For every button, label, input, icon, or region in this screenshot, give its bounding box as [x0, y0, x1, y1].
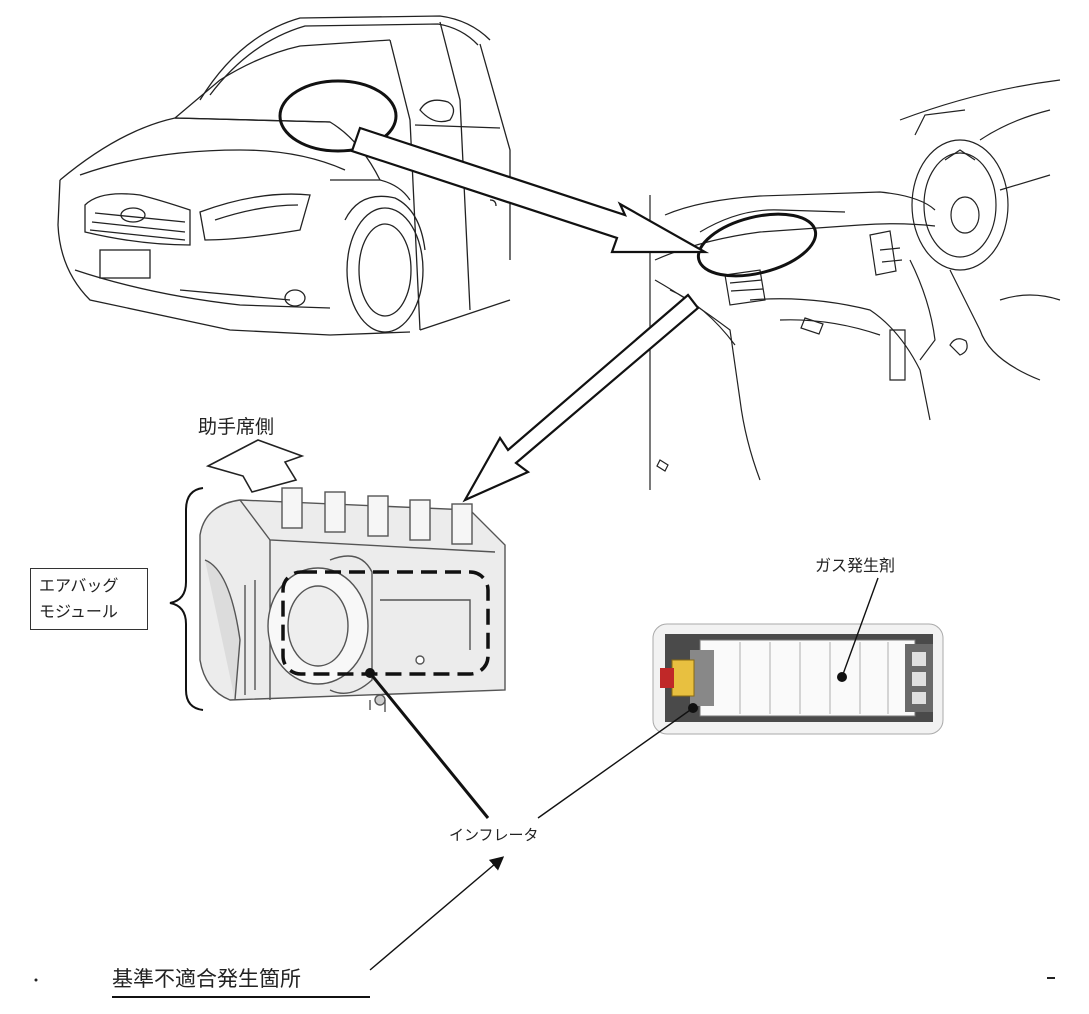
zoom-arrow-dashboard-to-module	[462, 293, 700, 503]
inflator-cross-section	[652, 623, 944, 735]
car-highlight-circle	[278, 79, 398, 153]
airbag-module-label-line1: エアバッグ	[39, 576, 119, 595]
module-brace	[169, 487, 204, 711]
zoom-arrow-car-to-dashboard	[350, 126, 710, 254]
gas-generant-label: ガス発生剤	[815, 556, 896, 575]
passenger-side-label: 助手席側	[198, 416, 275, 438]
leader-lines	[368, 577, 879, 971]
passenger-side-arrow	[205, 439, 305, 493]
defect-location-label: 基準不適合発生箇所	[112, 963, 370, 998]
airbag-module-label-line2: モジュール	[39, 602, 118, 621]
dashboard-highlight-circle	[696, 212, 818, 278]
airbag-module-drawing	[199, 487, 506, 712]
car-illustration	[57, 15, 511, 336]
inflator-dashed-outline	[281, 570, 490, 676]
dashboard-illustration	[649, 79, 1061, 490]
inflator-label: インフレータ	[449, 826, 539, 844]
airbag-module-label: エアバッグ モジュール	[30, 568, 148, 630]
